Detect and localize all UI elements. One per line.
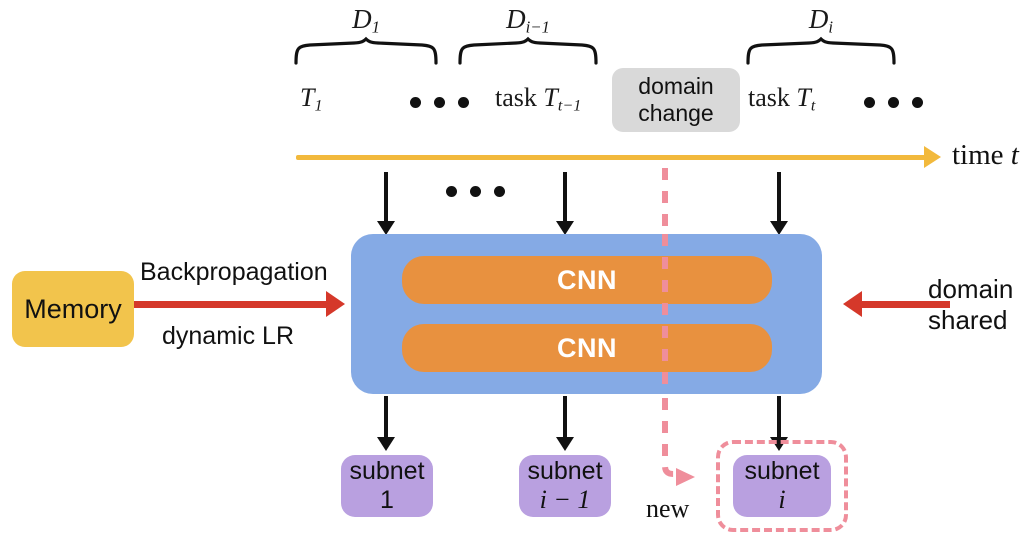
brace-dataset-1 — [294, 36, 438, 65]
task-t-symbol: T — [796, 83, 811, 112]
domain-change-chip: domain change — [612, 68, 740, 132]
ellipsis-tasks-right — [864, 97, 923, 108]
domain-boundary-dashed-line — [655, 168, 679, 498]
dot — [470, 186, 481, 197]
dot — [494, 186, 505, 197]
time-axis-arrowhead — [924, 146, 941, 168]
subnet-1[interactable]: subnet 1 — [341, 455, 433, 517]
domain-change-line1: domain — [638, 72, 714, 99]
dataset-i-symbol: D — [808, 4, 829, 34]
dataset-1-symbol: D — [352, 4, 372, 34]
subnet-i[interactable]: subnet i — [733, 455, 831, 517]
dataset-label-1: D1 — [296, 4, 436, 38]
task-1-symbol: T — [300, 83, 315, 112]
brace-dataset-i — [746, 36, 896, 65]
domain-shared-line2: shared — [928, 305, 1008, 336]
dataset-i-1-subscript: i−1 — [525, 17, 550, 37]
task-t-subscript: t — [810, 97, 816, 115]
arrowhead-down-icon — [377, 437, 395, 451]
memory-block: Memory — [12, 271, 134, 347]
cnn-block-1: CNN — [402, 256, 772, 304]
subnet-1-line2: 1 — [380, 486, 394, 514]
domain-shared-label: domain shared — [928, 274, 1013, 336]
task-label-t-1: task Tt−1 — [495, 82, 581, 116]
task-t-1-symbol: T — [543, 83, 558, 112]
task-t-1-prefix: task — [495, 83, 544, 112]
domain-boundary-overlay — [655, 234, 668, 394]
subnet-i-1-line2: i − 1 — [539, 485, 591, 515]
output-arrow-3 — [770, 396, 788, 451]
domain-shared-line1: domain — [928, 274, 1014, 304]
cnn-block-2: CNN — [402, 324, 772, 372]
dot — [458, 97, 469, 108]
backprop-arrow-line — [134, 301, 326, 308]
task-t-prefix: task — [748, 83, 797, 112]
subnet-i-line2: i — [778, 485, 786, 515]
domain-change-line2: change — [638, 100, 714, 126]
dot — [888, 97, 899, 108]
backprop-label-line2: dynamic LR — [162, 322, 294, 350]
task-t-1-subscript: t−1 — [557, 97, 582, 115]
ellipsis-inputs — [446, 186, 505, 197]
subnet-i-1-line1: subnet — [527, 456, 603, 485]
input-arrow-1 — [377, 172, 395, 235]
time-axis-label: time t — [952, 139, 1019, 172]
time-label-text: time — [952, 139, 1011, 171]
new-label: new — [646, 494, 690, 523]
task-1-subscript: 1 — [314, 97, 323, 115]
subnet-i-1[interactable]: subnet i − 1 — [519, 455, 611, 517]
arrowhead-down-icon — [770, 221, 788, 235]
backprop-label-line1: Backpropagation — [140, 258, 328, 286]
dataset-i-subscript: i — [828, 17, 834, 37]
subnet-i-line1: subnet — [744, 456, 820, 485]
new-subnet-highlight — [716, 440, 848, 532]
output-arrow-2 — [556, 396, 574, 451]
domain-shared-arrowhead-icon — [843, 291, 862, 317]
time-label-variable: t — [1010, 139, 1019, 171]
input-arrow-3 — [770, 172, 788, 235]
dot — [912, 97, 923, 108]
arrowhead-down-icon — [556, 221, 574, 235]
ellipsis-tasks-top — [410, 97, 469, 108]
subnet-1-line1: subnet — [349, 457, 425, 486]
brace-dataset-i-1 — [458, 36, 598, 65]
dot — [410, 97, 421, 108]
task-label-t: task Tt — [748, 82, 815, 116]
backprop-arrowhead-icon — [326, 291, 345, 317]
dataset-label-i-1: Di−1 — [458, 4, 598, 38]
input-arrow-2 — [556, 172, 574, 235]
dataset-i-1-symbol: D — [506, 4, 526, 34]
domain-shared-arrow-line — [862, 301, 950, 308]
arrowhead-down-icon — [377, 221, 395, 235]
dot — [446, 186, 457, 197]
dot — [864, 97, 875, 108]
arrowhead-down-icon — [556, 437, 574, 451]
time-axis-line — [296, 155, 926, 160]
dataset-1-subscript: 1 — [371, 17, 380, 37]
new-arrowhead-icon — [676, 466, 702, 488]
output-arrow-1 — [377, 396, 395, 451]
dataset-label-i: Di — [748, 4, 894, 38]
task-label-1: T1 — [300, 82, 323, 116]
dot — [434, 97, 445, 108]
